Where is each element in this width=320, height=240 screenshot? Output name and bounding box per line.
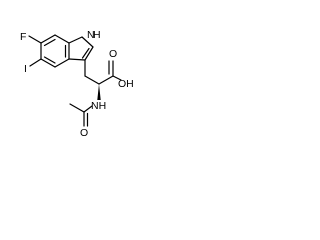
- stereo-wedge-bond: [97, 84, 101, 100]
- bond: [98, 75, 114, 85]
- acid-oh-label: OH: [118, 78, 134, 90]
- bond: [84, 46, 94, 61]
- bond: [40, 58, 56, 68]
- fluorine-label: F: [20, 31, 26, 43]
- amide-nh-label: NH: [91, 100, 106, 112]
- bond: [54, 34, 70, 44]
- bond: [54, 58, 70, 68]
- double-bond-inner: [43, 56, 56, 64]
- benzene-ring: [40, 34, 70, 68]
- iodine-label: I: [24, 63, 27, 75]
- acid-carbonyl-o-label: O: [109, 48, 117, 60]
- indole-n-label: N: [87, 29, 95, 41]
- indole-h-label: H: [93, 29, 101, 41]
- bond: [81, 36, 94, 48]
- bond: [40, 34, 56, 44]
- bond: [68, 36, 83, 44]
- bond: [68, 58, 86, 61]
- bond: [69, 103, 85, 113]
- bond: [83, 105, 93, 113]
- bond-acid-oh: [112, 75, 122, 81]
- bond: [84, 75, 100, 85]
- pyrrole-ring: [68, 36, 94, 61]
- double-bond-inner: [81, 47, 90, 59]
- bond-to-iodine: [29, 58, 42, 67]
- amide-carbonyl-o-label: O: [80, 127, 88, 139]
- molecule-structure: N H F I O OH NH O: [20, 29, 134, 139]
- bond-to-fluorine: [28, 35, 42, 44]
- double-bond-inner: [43, 38, 56, 47]
